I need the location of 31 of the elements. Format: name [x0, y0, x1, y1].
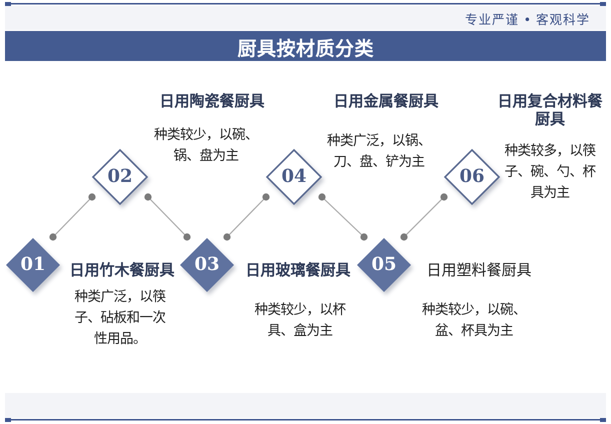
step-number: 02: [107, 168, 133, 186]
category-description: 种类较少，以碗、盆、杯具为主: [421, 301, 527, 341]
number-diamond: [266, 149, 322, 205]
category-description: 种类较少，以杯具、盒为主: [254, 301, 346, 341]
category-title: 日用竹木餐厨具: [68, 261, 176, 279]
step-number: 05: [371, 256, 397, 274]
category-title: 日用复合材料餐厨具: [496, 92, 604, 128]
slogan-text: 专业严谨 • 客观科学: [465, 10, 590, 28]
category-description: 种类较少，以碗、锅、盘为主: [153, 126, 259, 166]
step-number: 03: [194, 256, 220, 274]
category-description: 种类广泛，以锅、刀、盘、铲为主: [326, 132, 432, 172]
step-number: 06: [459, 168, 485, 186]
connector-line: [49, 193, 96, 241]
connector-line: [223, 193, 270, 241]
number-diamond: [356, 237, 412, 293]
number-diamond: [444, 149, 500, 205]
category-description: 种类广泛，以筷子、砧板和一次性用品。: [74, 288, 166, 349]
connector-line: [144, 193, 191, 241]
number-diamond: [179, 237, 235, 293]
category-title: 日用金属餐厨具: [332, 92, 440, 110]
number-diamond: [5, 237, 61, 293]
chart-title: 厨具按材质分类: [237, 36, 374, 60]
step-number: 04: [281, 168, 307, 186]
category-title: 日用玻璃餐厨具: [244, 261, 352, 279]
step-number: 01: [20, 256, 46, 274]
category-description: 种类较多，以筷子、碗、勺、杯具为主: [504, 142, 596, 203]
connector-line: [318, 193, 368, 241]
connector-line: [400, 193, 448, 241]
category-title: 日用塑料餐厨具: [426, 261, 532, 279]
number-diamond: [92, 149, 148, 205]
category-title: 日用陶瓷餐厨具: [158, 92, 266, 110]
